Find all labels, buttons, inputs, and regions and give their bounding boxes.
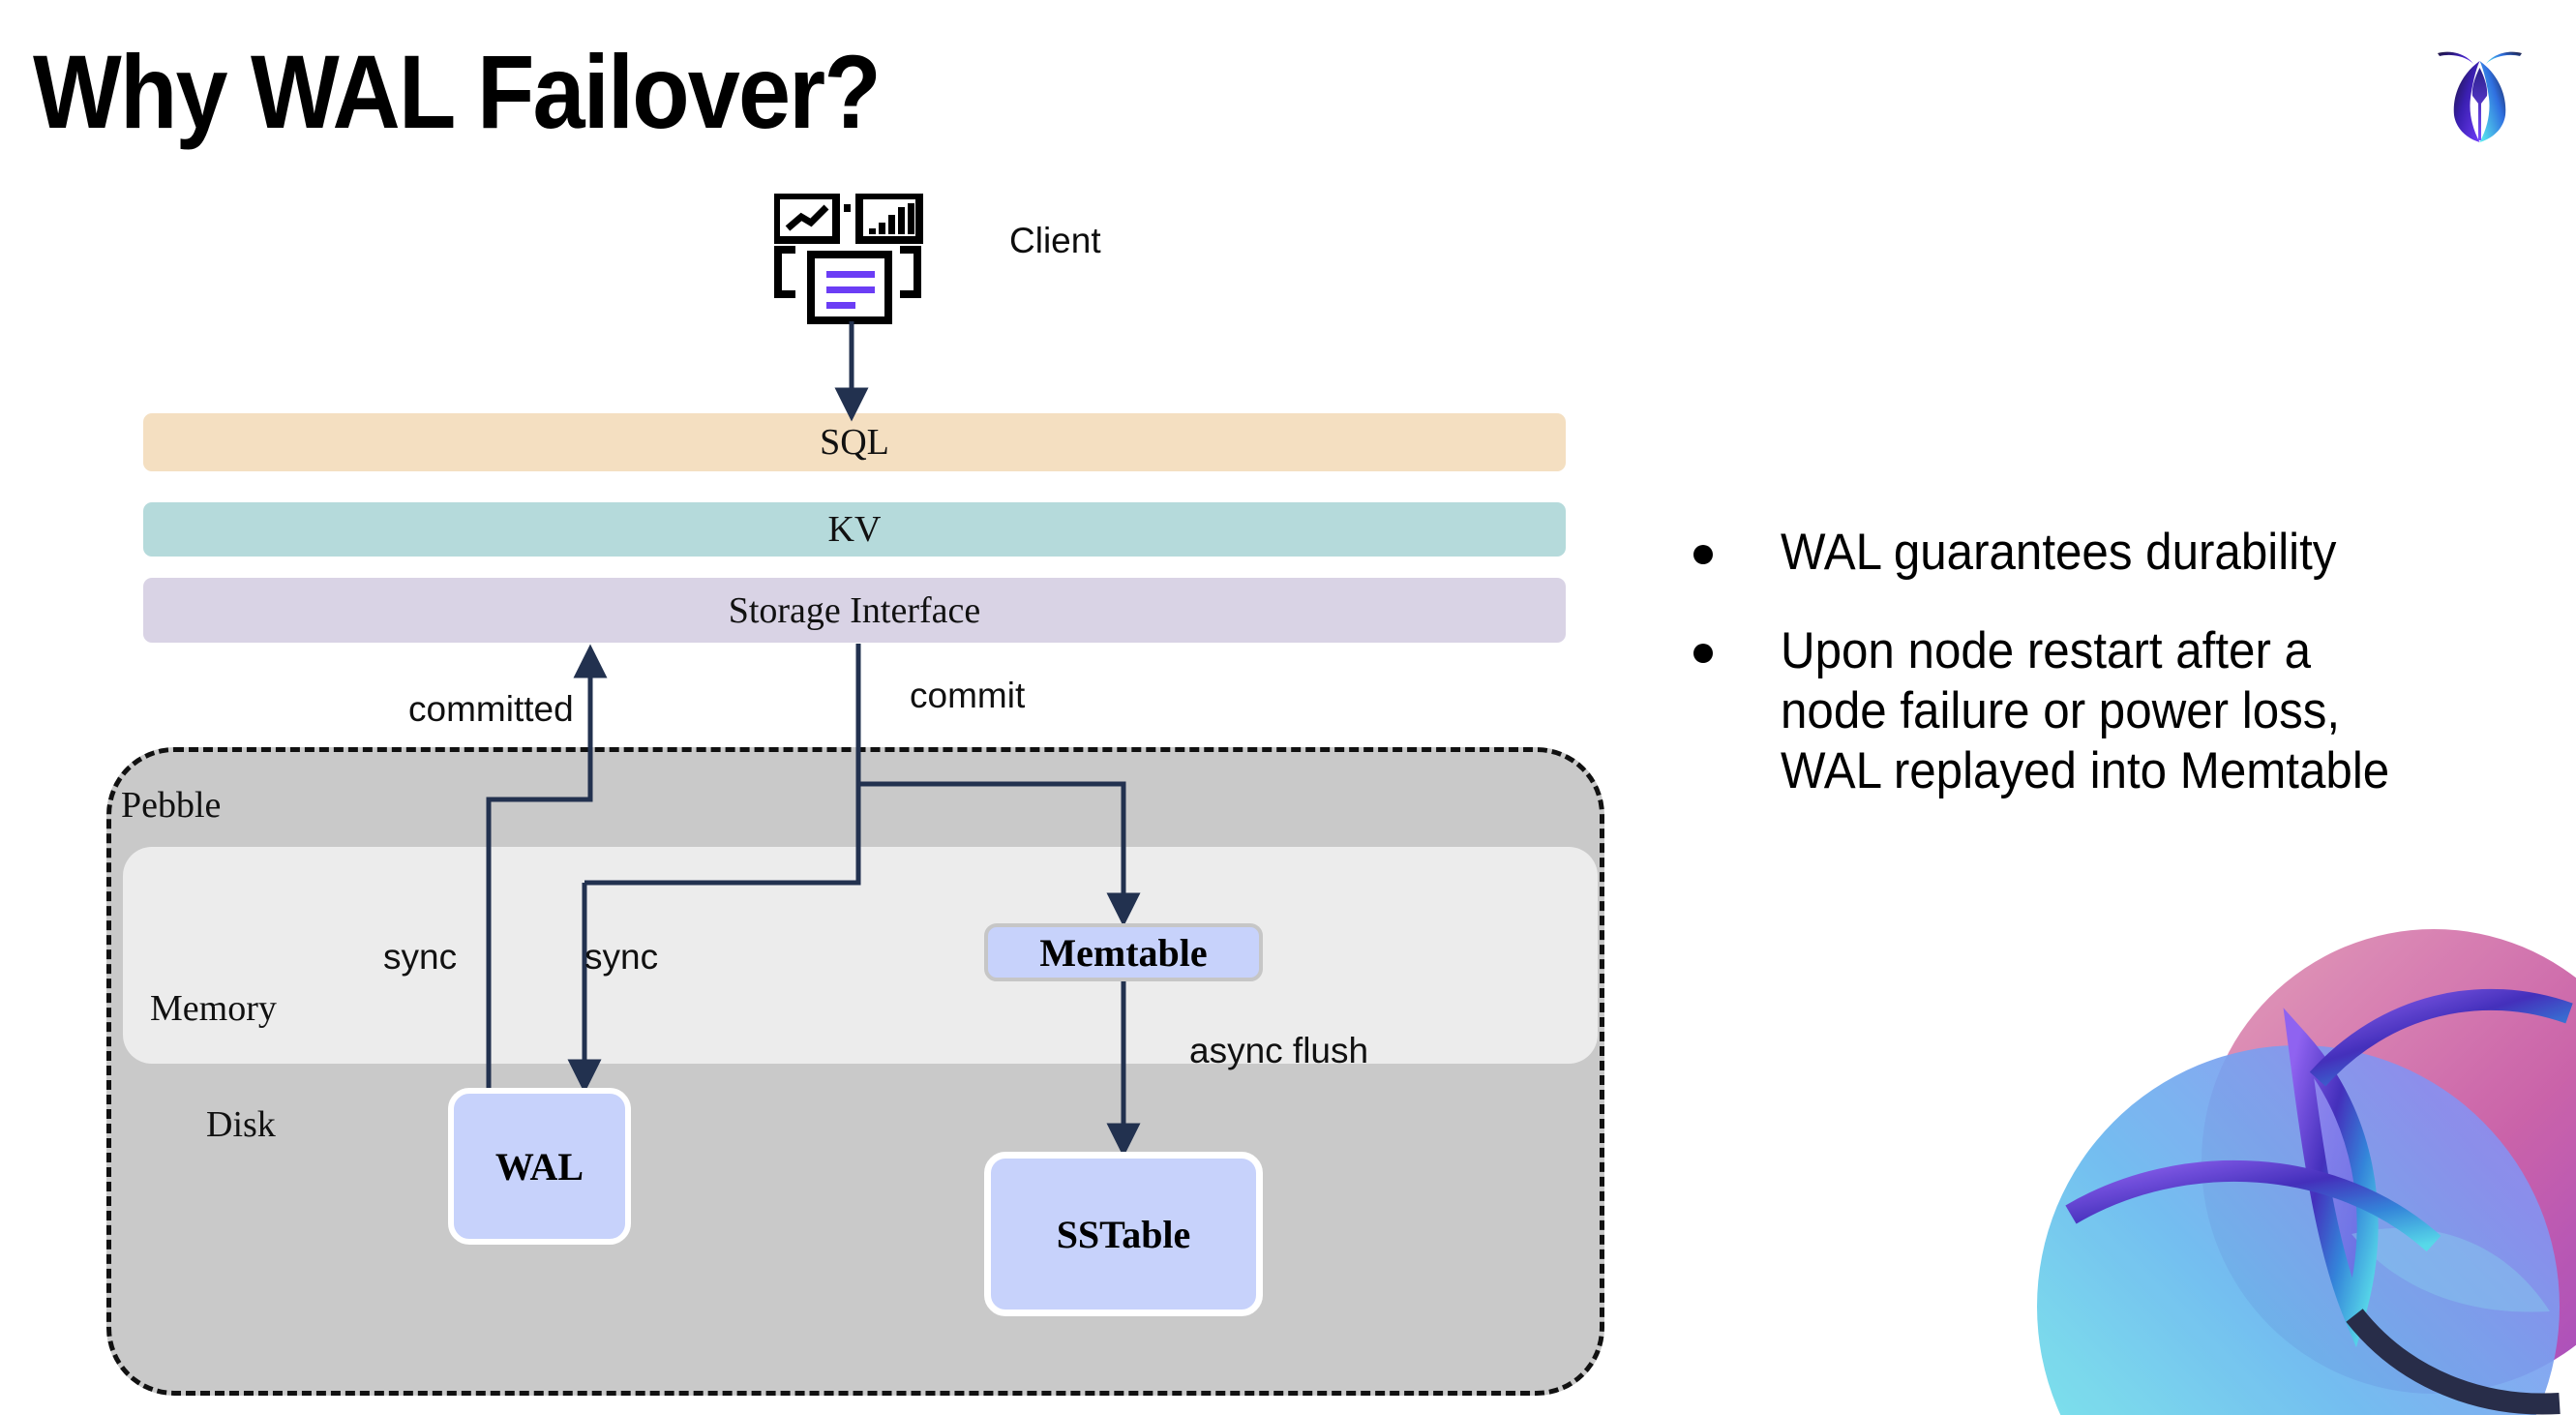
stack-layer-storage-interface: Storage Interface bbox=[143, 578, 1566, 643]
bullet-text: Upon node restart after a node failure o… bbox=[1781, 622, 2390, 799]
bullet-text: WAL guarantees durability bbox=[1781, 524, 2337, 581]
bullet-dot-icon bbox=[1693, 644, 1713, 663]
disk-region-label: Disk bbox=[206, 1104, 276, 1145]
pebble-label: Pebble bbox=[121, 785, 222, 826]
node-memtable: Memtable bbox=[984, 923, 1263, 981]
stack-layer-sql: SQL bbox=[143, 413, 1566, 471]
node-wal: WAL bbox=[448, 1088, 631, 1245]
memory-region-label: Memory bbox=[150, 988, 277, 1029]
pebble-container bbox=[106, 747, 1604, 1396]
bullet-dot-icon bbox=[1693, 545, 1713, 564]
stack-layer-kv-label: KV bbox=[827, 509, 882, 550]
edge-label-commit: commit bbox=[910, 676, 1026, 715]
page-title: Why WAL Failover? bbox=[33, 33, 882, 150]
stack-layer-sql-label: SQL bbox=[820, 422, 889, 463]
stack-layer-kv: KV bbox=[143, 502, 1566, 557]
memory-region bbox=[123, 847, 1598, 1064]
edge-label-async-flush: async flush bbox=[1189, 1031, 1369, 1070]
node-memtable-label: Memtable bbox=[1039, 930, 1208, 975]
stack-layer-storage-interface-label: Storage Interface bbox=[728, 589, 981, 631]
node-sstable: SSTable bbox=[984, 1152, 1263, 1316]
edge-label-committed: committed bbox=[408, 689, 574, 729]
client-device-icon bbox=[772, 192, 929, 324]
gradient-circles-decoration-icon bbox=[1979, 924, 2576, 1415]
edge-label-sync-right: sync bbox=[584, 937, 659, 977]
bullet-list: WAL guarantees durability Upon node rest… bbox=[1693, 523, 2526, 840]
node-wal-label: WAL bbox=[494, 1144, 584, 1189]
cockroach-logo-icon bbox=[2414, 24, 2545, 155]
list-item: Upon node restart after a node failure o… bbox=[1693, 621, 2526, 801]
list-item: WAL guarantees durability bbox=[1693, 523, 2526, 583]
node-sstable-label: SSTable bbox=[1056, 1212, 1191, 1256]
client-label: Client bbox=[1009, 221, 1101, 260]
edge-label-sync-left: sync bbox=[383, 937, 458, 977]
architecture-diagram: Client SQL KV Storage Interface Pebble M… bbox=[106, 192, 1604, 1396]
